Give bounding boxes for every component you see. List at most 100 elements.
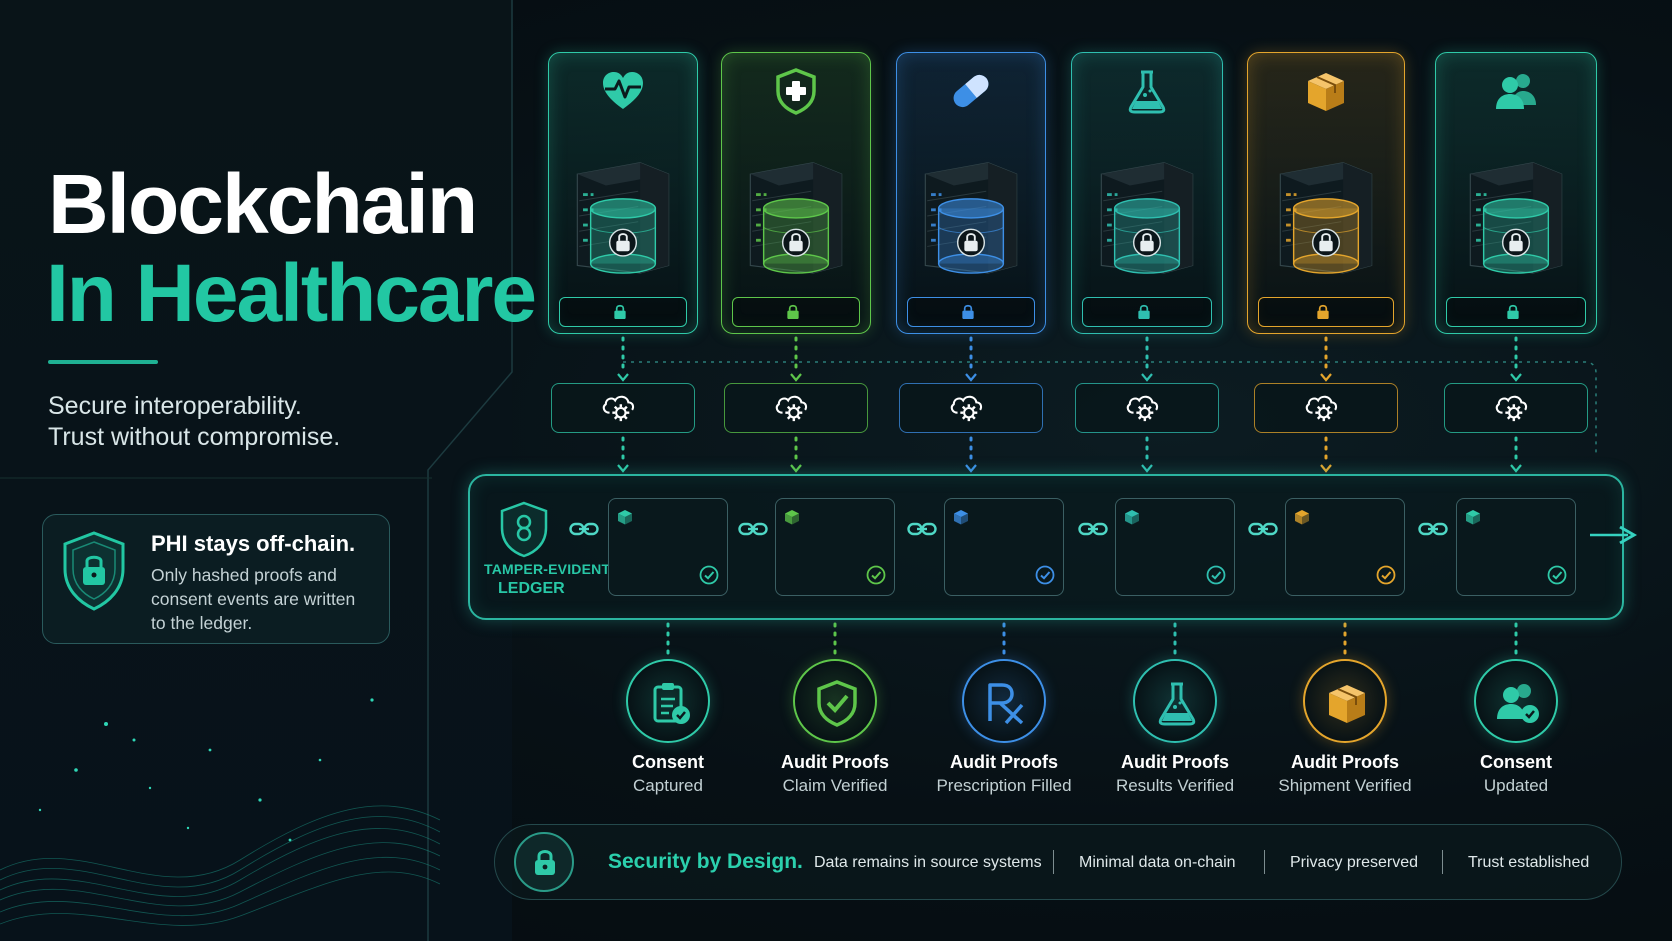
block-header — [953, 509, 975, 525]
cloud-gear-icon — [775, 395, 808, 422]
footer-title: Security by Design. — [608, 850, 803, 873]
block-header — [1465, 509, 1487, 525]
lock-icon — [787, 304, 799, 320]
outcome-title: Consent — [1480, 752, 1552, 772]
fhir-api-box-pharmacies — [899, 383, 1043, 433]
block-header — [1294, 509, 1316, 525]
source-card-ehr — [548, 52, 698, 334]
ledger-block — [944, 498, 1064, 596]
package-icon — [1308, 73, 1344, 111]
database-server-icon — [749, 162, 843, 274]
outcome-icon-badge — [626, 659, 710, 743]
phi-card-text-line-1: Only hashed proofs and — [151, 565, 337, 585]
phi-card-text-line-3: to the ledger. — [151, 613, 253, 633]
database-server-icon — [1469, 162, 1563, 274]
outcome-title: Audit Proofs — [781, 752, 889, 772]
pill-icon — [953, 74, 989, 108]
outcome-title: Audit Proofs — [1121, 752, 1229, 772]
users-icon — [1496, 74, 1536, 109]
shield-chain-icon — [500, 501, 548, 558]
cloud-gear-icon — [602, 395, 635, 422]
ledger-block — [775, 498, 895, 596]
outcome-icon-badge — [1133, 659, 1217, 743]
decorative-particle-wave — [0, 698, 440, 926]
shield-check-icon — [817, 680, 857, 727]
database-server-icon — [1100, 162, 1194, 274]
lock-icon — [1507, 304, 1519, 320]
arrow-right-icon — [1590, 525, 1638, 545]
outcome-icon-badge — [1474, 659, 1558, 743]
off-chain-phi-tag — [1446, 297, 1586, 327]
cloud-gear-icon — [1495, 395, 1528, 422]
chain-link-icon — [1078, 522, 1108, 536]
flask-icon — [1128, 70, 1166, 114]
outcome-subtitle: Shipment Verified — [1278, 776, 1412, 795]
tagline-line-2: Trust without compromise. — [48, 423, 341, 451]
lock-icon — [962, 304, 974, 320]
off-chain-phi-tag — [907, 297, 1035, 327]
off-chain-phi-tag — [559, 297, 687, 327]
cube-icon — [618, 510, 632, 525]
shield-lock-icon — [63, 531, 125, 611]
left-panel — [0, 0, 512, 941]
cube-icon — [954, 510, 968, 525]
outcome-subtitle: Claim Verified — [782, 776, 888, 795]
outcome-title: Audit Proofs — [1291, 752, 1399, 772]
cube-icon — [1125, 510, 1139, 525]
cloud-gear-icon — [950, 395, 983, 422]
outcome-icon-badge — [962, 659, 1046, 743]
fhir-api-box-ehr — [551, 383, 695, 433]
ledger-block — [1285, 498, 1405, 596]
ledger-block — [608, 498, 728, 596]
ledger-label-line-1: TAMPER-EVIDENT — [484, 561, 611, 577]
ledger-label-line-2: LEDGER — [498, 580, 565, 597]
ledger-block — [1456, 498, 1576, 596]
outcome-icon-badge — [793, 659, 877, 743]
chain-link-icon — [1248, 522, 1278, 536]
clipboard-check-icon — [653, 683, 690, 724]
flask-icon — [1158, 682, 1196, 726]
cloud-gear-icon — [1126, 395, 1159, 422]
check-circle-icon — [866, 565, 886, 585]
footer-lock-badge — [514, 832, 574, 892]
check-circle-icon — [1035, 565, 1055, 585]
check-circle-icon — [699, 565, 719, 585]
tagline-line-1: Secure interoperability. — [48, 392, 302, 420]
check-circle-icon — [1376, 565, 1396, 585]
block-header — [1124, 509, 1146, 525]
check-circle-icon — [1547, 565, 1567, 585]
ledger-block — [1115, 498, 1235, 596]
outcome-title: Consent — [632, 752, 704, 772]
lock-icon — [1138, 304, 1150, 320]
lock-icon — [1317, 304, 1329, 320]
off-chain-phi-tag — [732, 297, 860, 327]
footer-separator — [1442, 850, 1443, 874]
chain-link-icon — [907, 522, 937, 536]
lock-icon — [535, 850, 555, 875]
block-header — [617, 509, 639, 525]
users-check-icon — [1497, 684, 1539, 723]
footer-item: Minimal data on-chain — [1079, 854, 1236, 871]
block-header — [784, 509, 806, 525]
security-footer-bar — [494, 824, 1622, 900]
heart-pulse-icon — [603, 72, 643, 109]
outcome-icon-badge — [1303, 659, 1387, 743]
database-server-icon — [924, 162, 1018, 274]
outcome-subtitle: Prescription Filled — [936, 776, 1072, 795]
check-circle-icon — [1206, 565, 1226, 585]
footer-item: Trust established — [1468, 854, 1590, 871]
chain-link-icon — [569, 522, 599, 536]
footer-item: Privacy preserved — [1290, 854, 1419, 871]
footer-item: Data remains in source systems — [814, 854, 1042, 871]
chain-link-icon — [1418, 522, 1448, 536]
source-card-payer-systems — [721, 52, 871, 334]
fhir-api-box-payer-systems — [724, 383, 868, 433]
cube-icon — [1295, 510, 1309, 525]
outcome-subtitle: Results Verified — [1115, 776, 1235, 795]
rx-icon — [988, 683, 1024, 725]
source-card-consent-records — [1435, 52, 1597, 334]
page-title-line-2: In Healthcare — [46, 248, 537, 339]
fhir-api-box-labs — [1075, 383, 1219, 433]
outcome-subtitle: Updated — [1483, 776, 1549, 795]
phi-card-text-line-2: consent events are written — [151, 589, 356, 609]
